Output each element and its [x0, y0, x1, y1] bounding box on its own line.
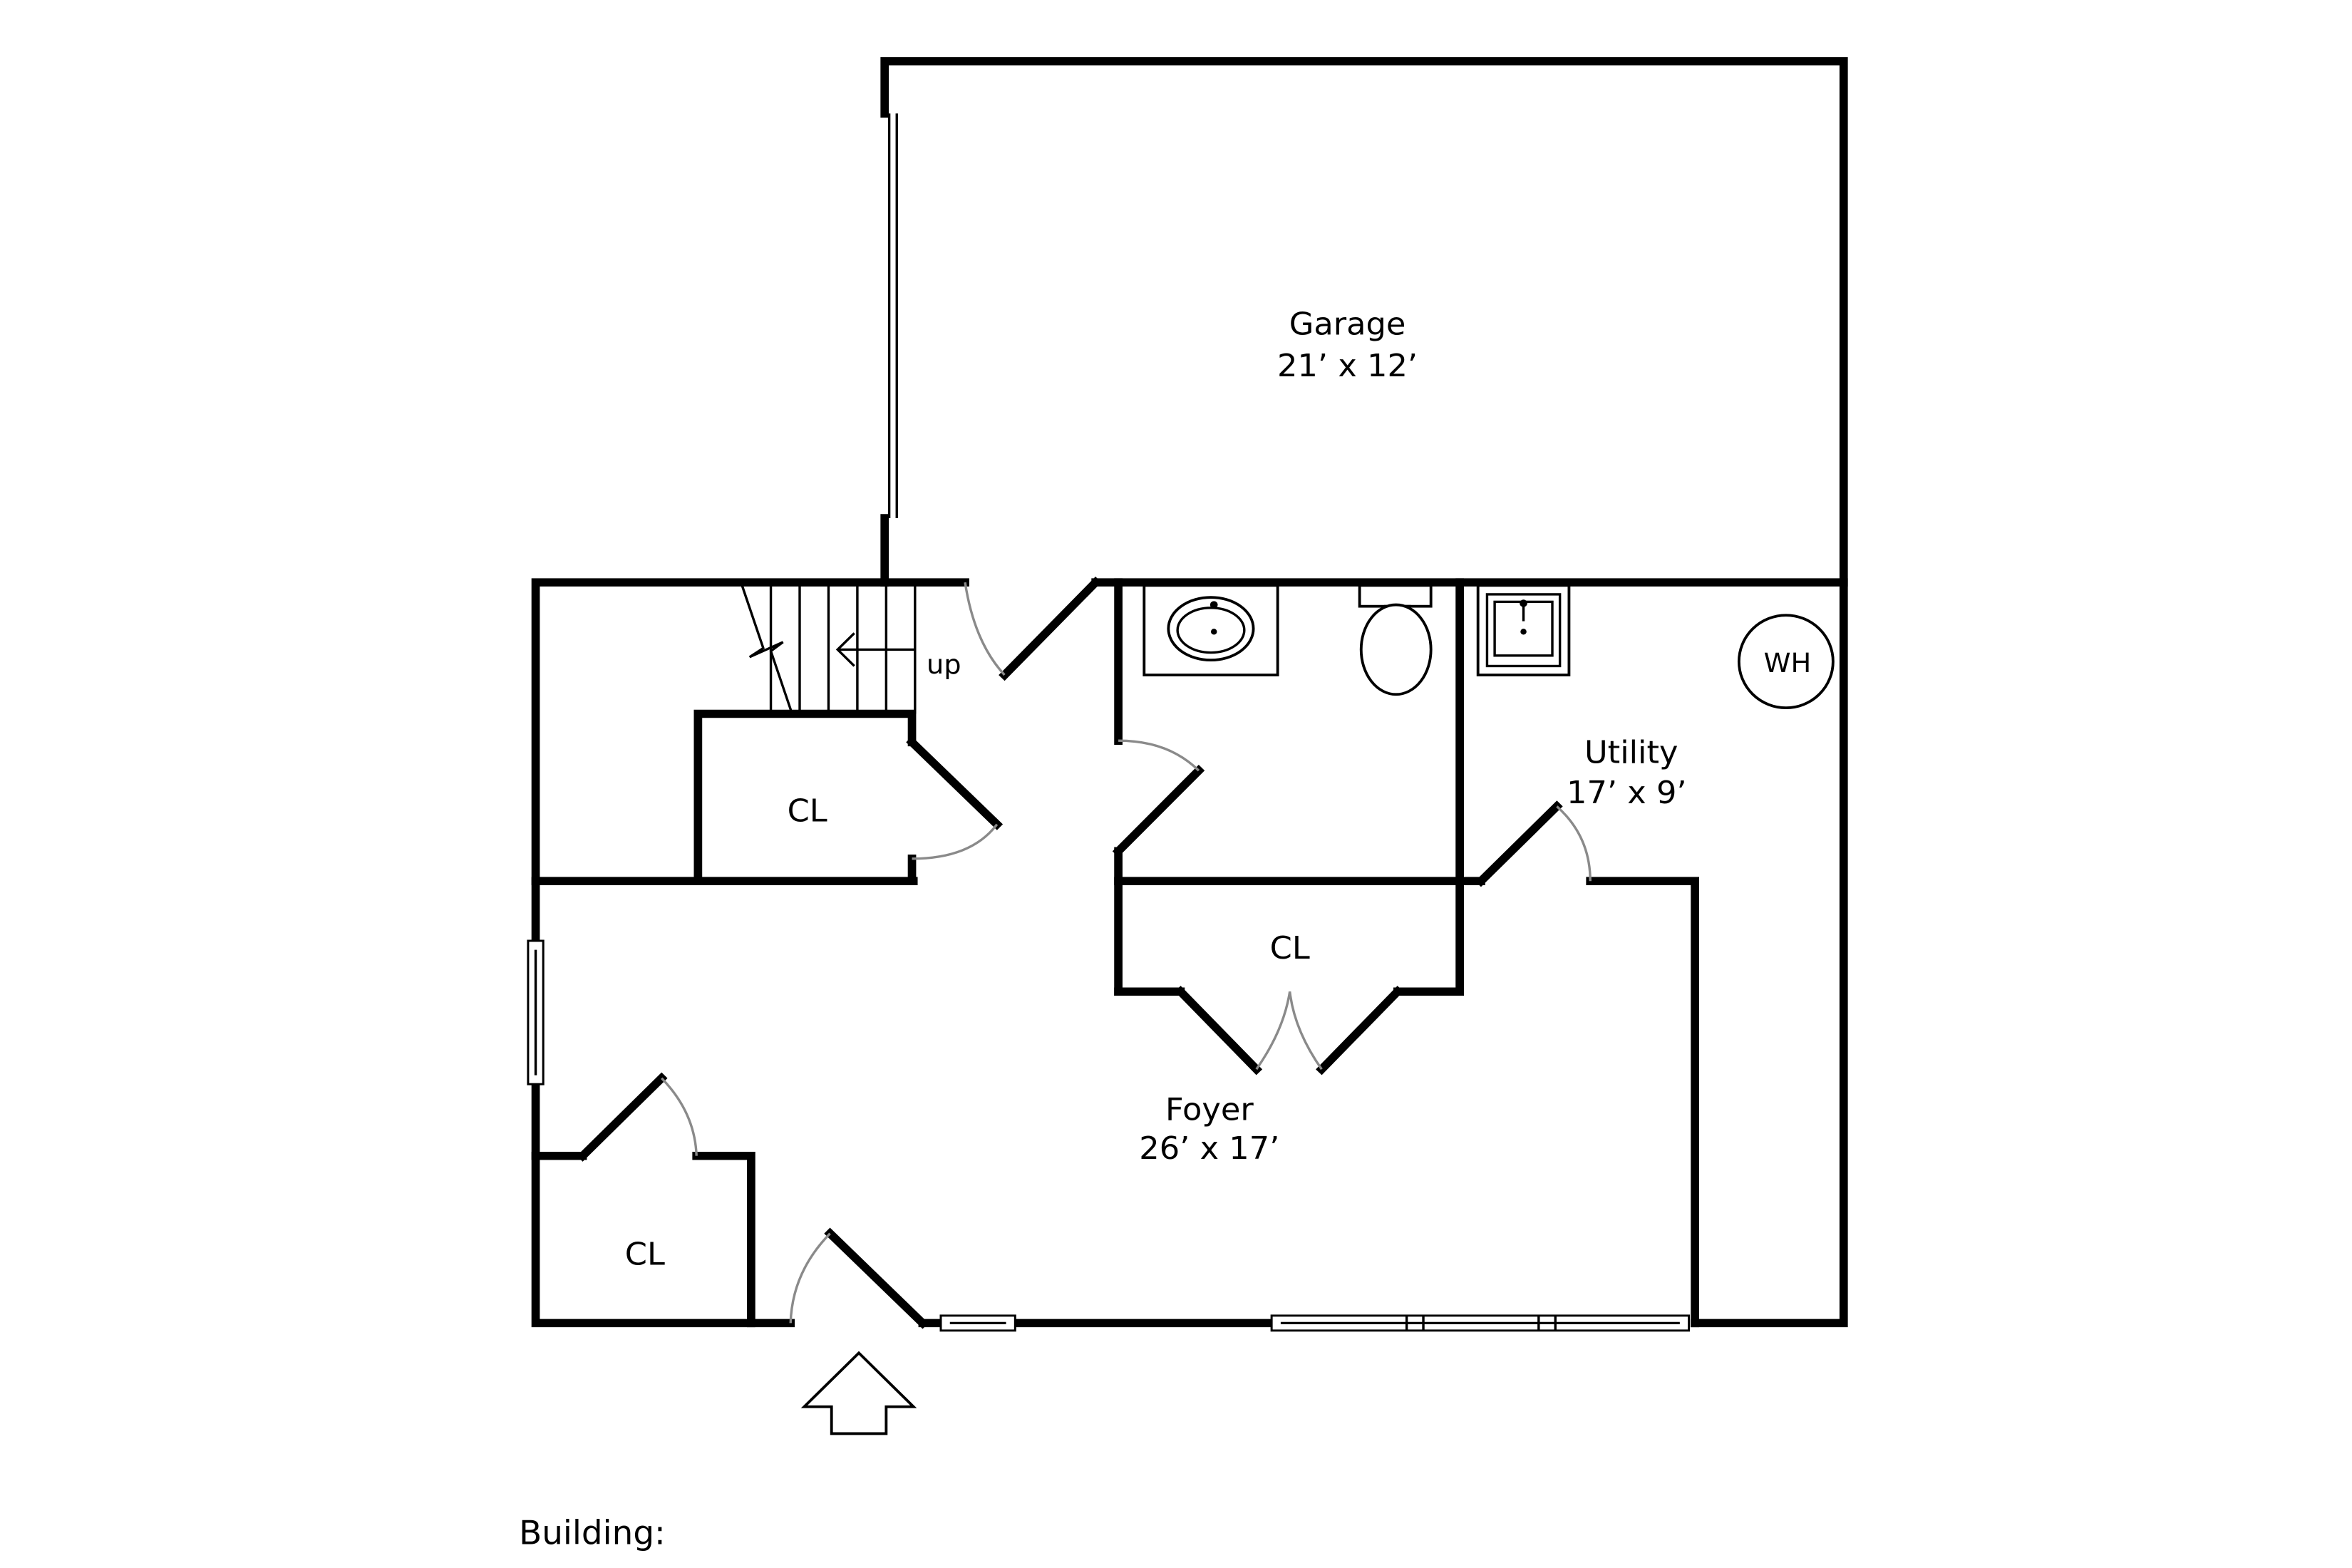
interior-walls [531, 576, 1848, 1329]
stair-arrow-head [835, 632, 855, 667]
bath-closet-label: CL [1270, 930, 1310, 966]
foyer-dims: 26’ x 17’ [1139, 1130, 1279, 1167]
water-heater [1737, 614, 1835, 710]
utility-dims: 17’ x 9’ [1567, 775, 1687, 812]
garage-door [887, 113, 898, 519]
toilet [1358, 584, 1433, 696]
door-swings [661, 582, 1592, 1324]
garage-name: Garage [1289, 306, 1406, 343]
stairs-up-label: up [927, 649, 961, 680]
bath-sink [1143, 584, 1279, 676]
foyer-name: Foyer [1165, 1092, 1254, 1128]
stair-closet-label: CL [788, 793, 827, 830]
building-label: Building: [519, 1514, 666, 1552]
entry-arrow-icon [800, 1351, 917, 1435]
windows [527, 939, 1691, 1332]
entry-closet-label: CL [625, 1237, 665, 1273]
water-heater-label: WH [1764, 647, 1812, 679]
stairs [741, 584, 917, 715]
utility-name: Utility [1584, 735, 1678, 771]
utility-sink [1476, 584, 1571, 676]
garage-dims: 21’ x 12’ [1277, 348, 1418, 384]
